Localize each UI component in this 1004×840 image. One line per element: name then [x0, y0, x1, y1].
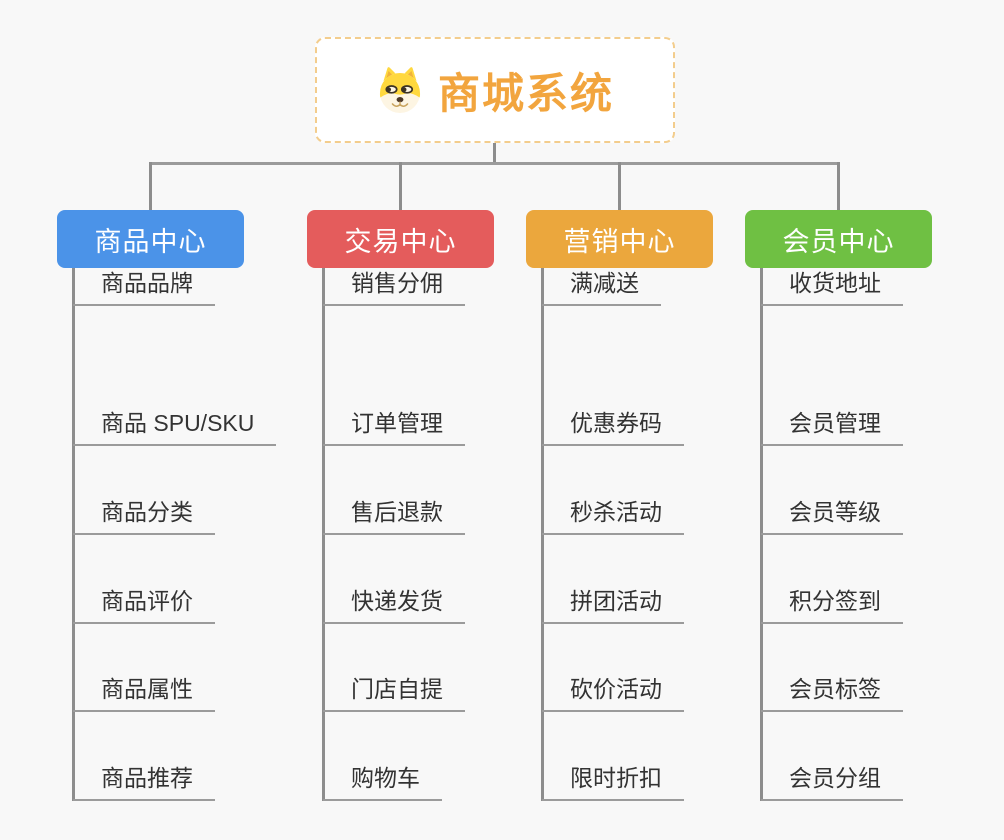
subtopic-bargain-activity[interactable]: 砍价活动 — [542, 674, 684, 712]
subtopic-product-brand[interactable]: 商品品牌 — [73, 268, 215, 306]
connector-drop-member — [837, 162, 840, 210]
subtopic-product-category[interactable]: 商品分类 — [73, 497, 215, 535]
subtopic-product-recommend[interactable]: 商品推荐 — [73, 763, 215, 801]
branch-member-center[interactable]: 会员中心 — [745, 210, 932, 268]
subtopic-product-attribute[interactable]: 商品属性 — [73, 674, 215, 712]
branch-marketing-center[interactable]: 营销中心 — [526, 210, 713, 268]
subtopic-member-level[interactable]: 会员等级 — [761, 497, 903, 535]
subtopic-product-spu-sku[interactable]: 商品 SPU/SKU — [73, 408, 277, 446]
subtopic-coupon-code[interactable]: 优惠券码 — [542, 408, 684, 446]
root-topic[interactable]: 商城系统 — [315, 37, 675, 143]
subtopic-member-group[interactable]: 会员分组 — [761, 763, 903, 801]
column-trade-center: 订单管理 售后退款 快递发货 门店自提 购物车 销售分佣 — [322, 268, 572, 808]
subtopic-sales-commission[interactable]: 销售分佣 — [323, 268, 465, 306]
subtopic-member-tag[interactable]: 会员标签 — [761, 674, 903, 712]
branch-product-center[interactable]: 商品中心 — [57, 210, 244, 268]
subtopic-express-delivery[interactable]: 快递发货 — [323, 586, 465, 624]
subtopic-group-buy[interactable]: 拼团活动 — [542, 586, 684, 624]
subtopic-shopping-cart[interactable]: 购物车 — [323, 763, 442, 801]
branch-trade-center[interactable]: 交易中心 — [307, 210, 494, 268]
subtopic-product-review[interactable]: 商品评价 — [73, 586, 215, 624]
subtopic-store-pickup[interactable]: 门店自提 — [323, 674, 465, 712]
subtopic-aftersale-refund[interactable]: 售后退款 — [323, 497, 465, 535]
column-member-center: 会员管理 会员等级 积分签到 会员标签 会员分组 收货地址 — [760, 268, 1004, 808]
root-topic-title: 商城系统 — [437, 69, 614, 117]
subtopic-full-reduction[interactable]: 满减送 — [542, 268, 661, 306]
connector-horizontal-line — [149, 162, 840, 165]
subtopic-flash-sale[interactable]: 秒杀活动 — [542, 497, 684, 535]
connector-drop-marketing — [618, 162, 621, 210]
subtopic-shipping-address[interactable]: 收货地址 — [761, 268, 903, 306]
connector-root-stub — [493, 143, 496, 163]
subtopic-member-management[interactable]: 会员管理 — [761, 408, 903, 446]
column-product-center: 商品 SPU/SKU 商品分类 商品评价 商品属性 商品推荐 商品品牌 — [72, 268, 322, 808]
connector-drop-trade — [399, 162, 402, 210]
connector-drop-product — [149, 162, 152, 210]
subtopic-limited-time-discount[interactable]: 限时折扣 — [542, 763, 684, 801]
subtopic-points-checkin[interactable]: 积分签到 — [761, 586, 903, 624]
dog-face-icon — [376, 66, 424, 114]
column-marketing-center: 优惠券码 秒杀活动 拼团活动 砍价活动 限时折扣 满减送 — [541, 268, 791, 808]
subtopic-order-management[interactable]: 订单管理 — [323, 408, 465, 446]
